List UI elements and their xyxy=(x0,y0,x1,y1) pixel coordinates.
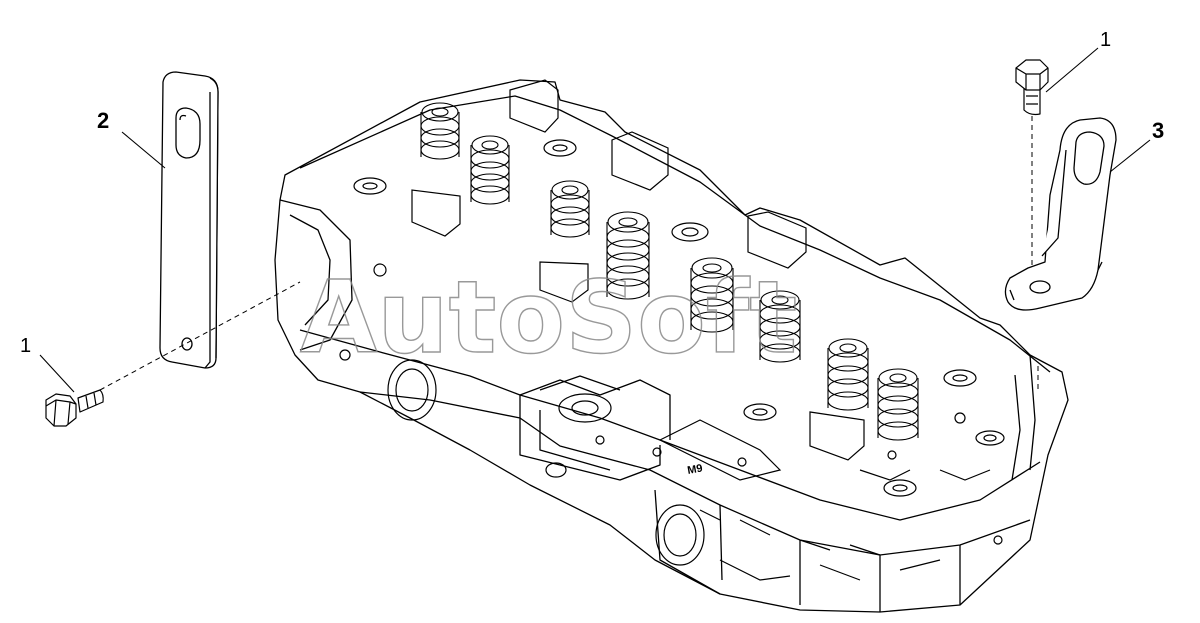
leader-1-right xyxy=(1045,47,1099,93)
bolt-right xyxy=(1015,59,1049,116)
bolt-left xyxy=(45,389,104,427)
leader-2 xyxy=(121,131,166,169)
callout-1-right: 1 xyxy=(1100,29,1112,51)
valve-spring-5 xyxy=(690,257,734,333)
watermark: AutoSoft xyxy=(300,259,797,376)
leader-lines xyxy=(39,47,1151,393)
part-marking: M9 xyxy=(686,462,703,476)
head-bosses xyxy=(339,79,1005,581)
leader-1-left xyxy=(39,354,75,393)
cylinder-head xyxy=(274,79,1069,613)
assembly-lines xyxy=(99,116,1039,392)
valve-springs xyxy=(420,102,919,441)
leader-3 xyxy=(1109,139,1151,173)
valve-spring-7 xyxy=(827,338,869,411)
valve-spring-3 xyxy=(550,180,590,238)
callout-2: 2 xyxy=(97,108,110,133)
callout-1-left: 1 xyxy=(20,335,32,357)
valve-spring-2 xyxy=(470,135,510,205)
lifting-bracket-3 xyxy=(1004,117,1117,311)
valve-spring-8 xyxy=(877,368,919,441)
lifting-plate-2 xyxy=(159,71,219,369)
valve-spring-4 xyxy=(606,211,650,300)
assembly-line-left xyxy=(99,281,301,391)
valve-spring-6 xyxy=(759,290,801,363)
callout-3: 3 xyxy=(1152,118,1165,143)
valve-spring-1 xyxy=(420,102,460,160)
